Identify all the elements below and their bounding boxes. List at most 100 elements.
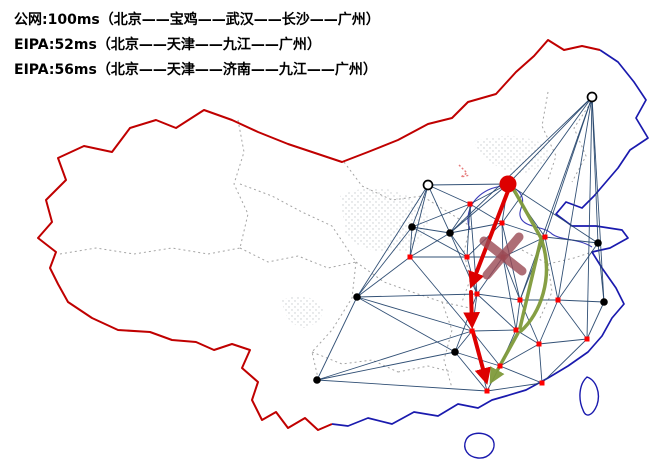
yellow-river <box>467 185 593 248</box>
latency-line-eipa-52: EIPA:52ms（北京——天津——九江——广州） <box>14 37 321 53</box>
hainan-island <box>464 432 495 459</box>
relay-node-red <box>539 380 545 386</box>
latency-line-public: 公网:100ms（北京——宝鸡——武汉——长沙——广州） <box>14 12 380 28</box>
mesh-edge <box>316 379 488 392</box>
relay-node-red <box>497 363 503 369</box>
mesh-edge <box>449 183 509 234</box>
relay-node-red <box>467 201 473 207</box>
network-layer <box>313 91 608 394</box>
backbone-node-black <box>451 348 459 356</box>
base-map <box>37 39 649 459</box>
mesh-edge <box>499 343 540 367</box>
backbone-node-black <box>446 229 454 237</box>
mesh-edge <box>591 96 605 303</box>
eipa-route-segment <box>518 237 543 330</box>
public-route-segment <box>468 189 510 289</box>
source-node-beijing <box>499 175 517 193</box>
mesh-edge <box>502 256 517 331</box>
mesh-edge <box>411 226 451 234</box>
mesh-edge <box>544 236 599 244</box>
mesh-edge <box>356 184 429 298</box>
china-land-border <box>37 39 601 431</box>
mesh-edge <box>502 256 521 301</box>
relay-node-red <box>407 254 413 260</box>
relay-node-red <box>517 297 523 303</box>
mesh-edge <box>476 293 521 301</box>
mesh-edge <box>409 226 413 258</box>
mesh-edge <box>597 242 605 303</box>
mesh-edge <box>515 299 521 331</box>
mesh-edge <box>411 184 429 228</box>
latency-line-eipa-56: EIPA:56ms（北京——天津——济南——九江——广州） <box>14 62 377 78</box>
mesh-edge <box>356 256 411 298</box>
mesh-edge <box>411 226 468 258</box>
mesh-edge <box>409 232 451 258</box>
mesh-edge <box>356 293 478 298</box>
mesh-edge <box>544 236 559 301</box>
latency-annotations: 公网:100ms（北京——宝鸡——武汉——长沙——广州） EIPA:52ms（北… <box>14 8 380 83</box>
mesh-edge <box>466 203 471 258</box>
mesh-edge <box>515 329 540 345</box>
relay-node-red <box>584 336 590 342</box>
backbone-node-black <box>594 239 602 247</box>
mesh-edge <box>541 338 588 384</box>
mesh-edge <box>557 299 588 340</box>
mesh-edge <box>557 242 599 301</box>
coastline-and-river-border <box>331 49 649 427</box>
mesh-edge <box>409 256 473 332</box>
mesh-edge <box>538 338 588 345</box>
relay-node-red <box>536 341 542 347</box>
public-route-segment <box>471 330 492 385</box>
failure-cross-mark <box>482 232 524 280</box>
relay-node-red <box>474 291 480 297</box>
desert-stipple-area <box>474 135 550 174</box>
mesh-edge <box>427 184 451 234</box>
relay-node-red <box>513 327 519 333</box>
relay-node-red <box>464 254 470 260</box>
backbone-node-black <box>408 223 416 231</box>
public-route-segment <box>463 290 481 330</box>
mesh-edge <box>411 203 471 228</box>
mesh-edge <box>538 343 543 384</box>
mesh-edge <box>454 351 501 367</box>
mesh-edge <box>507 96 593 185</box>
eipa-route-segment <box>512 188 543 240</box>
desert-stipple-area <box>282 296 323 328</box>
eipa-route-segment <box>489 331 520 385</box>
desert-stipple-area <box>340 188 429 253</box>
disturbance-scribble-mark <box>458 164 471 178</box>
mesh-edge <box>356 296 456 353</box>
relay-node-red <box>484 388 490 394</box>
mesh-edge <box>427 183 509 186</box>
backbone-node-open <box>422 179 434 191</box>
taiwan-island <box>579 376 600 416</box>
mesh-edge <box>356 296 473 332</box>
mesh-edge <box>449 203 471 234</box>
mesh-edge <box>486 382 543 392</box>
mesh-edge <box>557 299 605 303</box>
relay-node-red <box>555 297 561 303</box>
mesh-edge <box>499 365 543 384</box>
mesh-edge <box>519 96 593 301</box>
relay-node-red <box>499 220 505 226</box>
mesh-edge <box>538 299 559 345</box>
mesh-edge <box>586 96 593 340</box>
mesh-edge <box>471 329 517 332</box>
mesh-edge <box>409 184 429 258</box>
mesh-edge <box>316 351 456 381</box>
mesh-edge <box>316 296 358 381</box>
backbone-node-black <box>353 293 361 301</box>
mesh-edge <box>427 184 471 205</box>
mesh-edge <box>591 96 599 244</box>
relay-node-red <box>542 234 548 240</box>
backbone-node-open <box>586 91 598 103</box>
backbone-node-black <box>600 298 608 306</box>
mesh-edge <box>449 96 593 234</box>
mesh-edge <box>501 96 593 224</box>
relay-node-red <box>469 328 475 334</box>
mesh-edge <box>449 232 468 258</box>
mesh-edge <box>476 293 517 331</box>
backbone-node-black <box>313 376 321 384</box>
mesh-edge <box>356 226 413 298</box>
